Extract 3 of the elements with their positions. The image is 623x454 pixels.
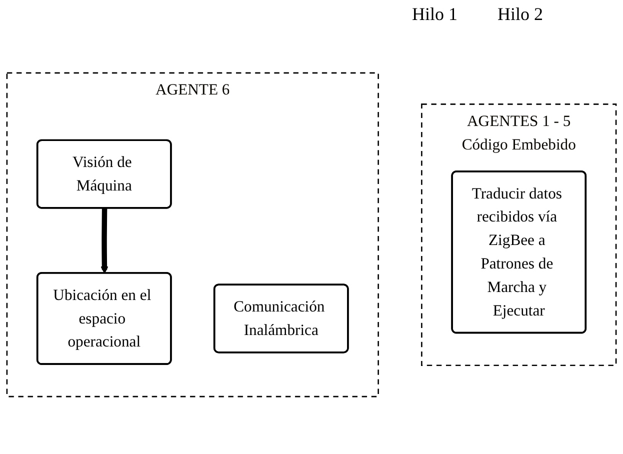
arrow bbox=[100, 208, 108, 274]
thread-label: Hilo 2 bbox=[497, 4, 543, 25]
thread-label: Hilo 1 bbox=[412, 4, 458, 25]
